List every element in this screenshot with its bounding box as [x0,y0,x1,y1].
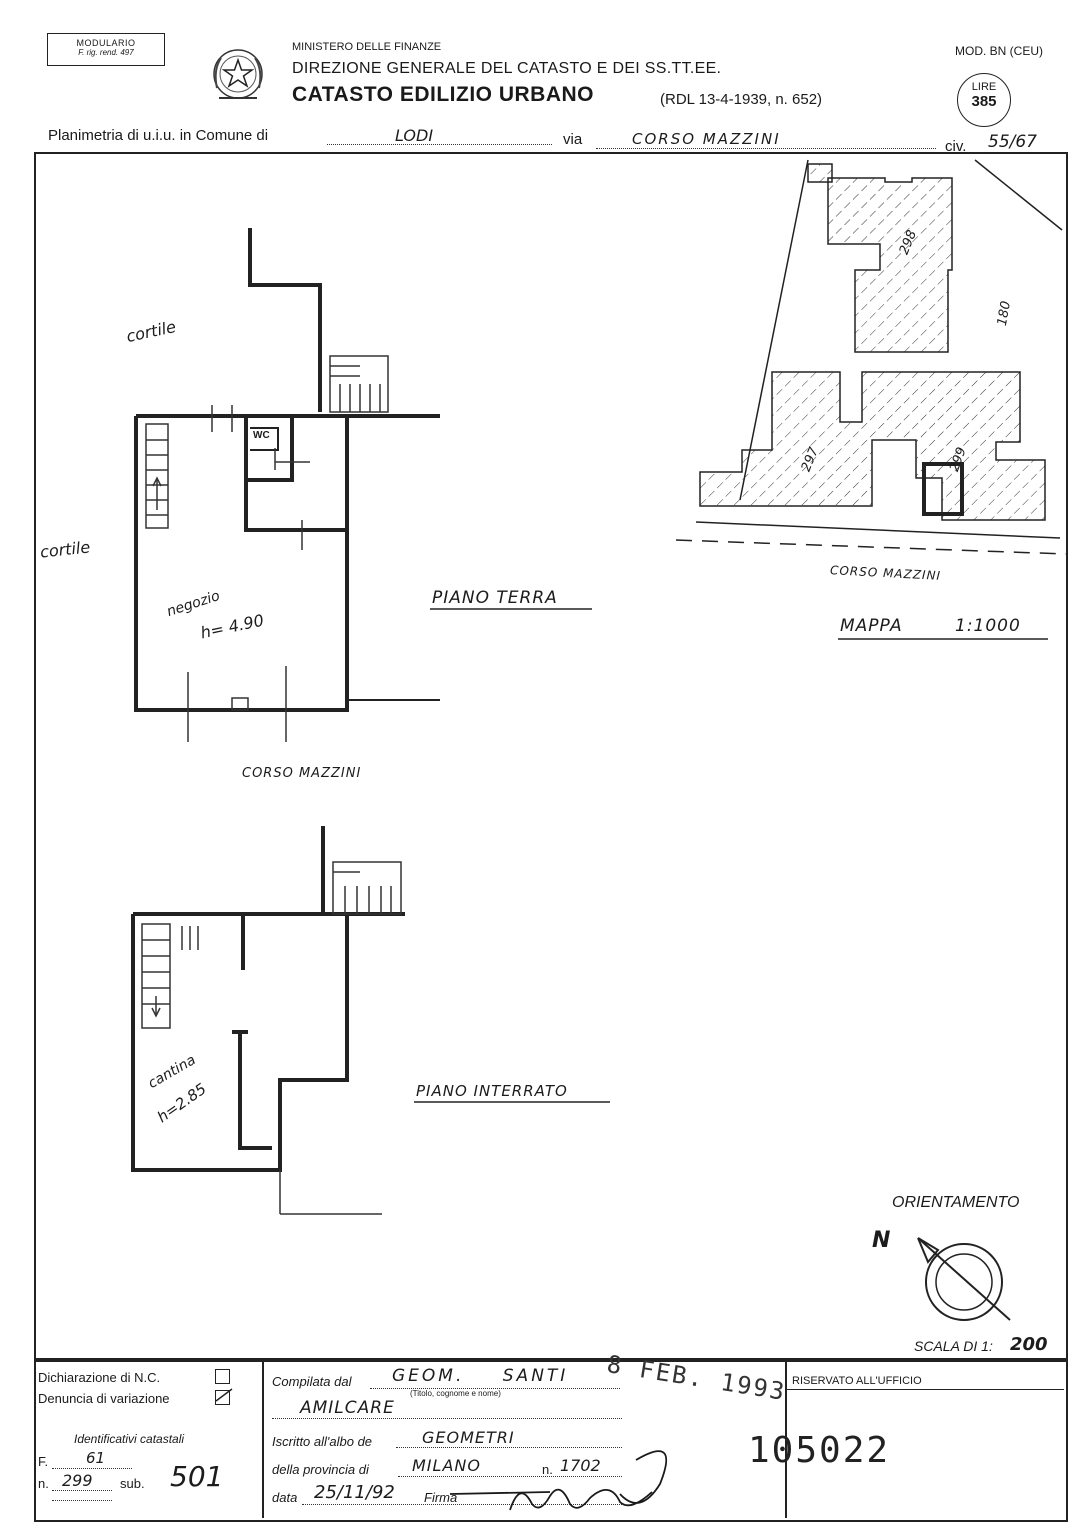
document-title-ref: (RDL 13-4-1939, n. 652) [660,91,823,108]
f-value: 61 [86,1449,106,1467]
footer-divider-1 [262,1360,264,1518]
scala-value: 200 [1010,1334,1048,1355]
compilata-dotline [370,1388,620,1389]
lire-label: LIRE [971,81,997,93]
nome-dotline [272,1418,622,1419]
sub-label: sub. [120,1476,145,1491]
civ-label: civ. [945,138,967,155]
nome-value: AMILCARE [300,1398,395,1418]
iscritto-value: GEOMETRI [422,1428,515,1447]
lire-value: 385 [971,93,997,110]
iscritto-dotline [396,1447,622,1448]
n-label: n. [38,1476,49,1491]
ministry-name: MINISTERO DELLE FINANZE [292,41,442,53]
extra-dotline [52,1500,112,1501]
drawing-frame [34,152,1068,1362]
modulario-line2: F. rig. rend. 497 [78,48,134,57]
document-title: CATASTO EDILIZIO URBANO [292,83,594,106]
footer-frame [34,1358,1068,1522]
n-dotline [52,1490,112,1491]
direction-name: DIREZIONE GENERALE DEL CATASTO E DEI SS.… [292,60,722,77]
signature-icon [449,1450,668,1511]
provincia-value: MILANO [412,1456,481,1475]
denuncia-checkbox[interactable] [215,1388,233,1405]
modulario-line1: MODULARIO [76,38,136,48]
mappa-scale: 1:1000 [955,616,1021,636]
lire-stamp: LIRE 385 [957,73,1011,127]
protocol-number: 105022 [748,1430,891,1471]
republic-emblem [213,49,263,99]
comune-dotline [327,144,552,145]
corso-mazzini-label: CORSO MAZZINI [242,766,362,781]
civ-value: 55/67 [988,132,1037,152]
north-letter: N [872,1228,891,1253]
footer-divider-2 [785,1360,787,1518]
iscritto-label: Iscritto all'albo de [272,1434,373,1449]
provincia-dotline [398,1476,622,1477]
data-label: data [272,1490,298,1505]
check-mark-icon [215,1388,233,1402]
f-label: F. [38,1454,49,1469]
scala-label: SCALA DI 1: [914,1338,993,1354]
riservato-label: RISERVATO ALL'UFFICIO [792,1375,922,1387]
identificativi-label: Identificativi catastali [74,1432,185,1446]
north-arrow-icon [917,1237,1011,1321]
modulario-box: MODULARIO F. rig. rend. 497 [47,33,165,66]
via-dotline [596,148,936,149]
denuncia-label: Denuncia di variazione [38,1391,170,1406]
via-label: via [563,131,583,148]
comune-value: LODI [395,126,434,145]
firma-label: Firma [424,1490,458,1505]
orientamento-label: ORIENTAMENTO [892,1194,1020,1211]
titolo-note: (Titolo, cognome e nome) [410,1389,501,1398]
model-code: MOD. BN (CEU) [955,44,1043,58]
dich-nc-checkbox[interactable] [215,1369,230,1384]
location-prefix: Planimetria di u.i.u. in Comune di [48,127,269,144]
data-dotline [302,1504,622,1505]
f-dotline [52,1468,132,1469]
ground-floor-details [145,355,389,742]
ground-floor-plan [134,228,440,712]
basement-plan [131,826,405,1172]
piano-interrato-label: PIANO INTERRATO [416,1082,568,1100]
n-value: 299 [62,1471,93,1490]
compilata-label: Compilata dal [272,1374,352,1389]
n-albo-value: 1702 [560,1456,601,1475]
compilata-value: GEOM. SANTI [392,1366,569,1386]
basement-details [141,861,402,1215]
provincia-label: della provincia di [272,1462,369,1477]
sub-value: 501 [170,1460,224,1493]
n-albo-label: n. [542,1462,553,1477]
riservato-underline [787,1389,1064,1390]
site-map [675,159,1067,555]
dich-nc-label: Dichiarazione di N.C. [38,1370,161,1385]
via-value: CORSO MAZZINI [632,130,781,148]
piano-terra-label: PIANO TERRA [432,588,558,608]
wc-label: WC [253,430,270,441]
data-value: 25/11/92 [314,1482,395,1503]
mappa-label: MAPPA [840,616,903,636]
